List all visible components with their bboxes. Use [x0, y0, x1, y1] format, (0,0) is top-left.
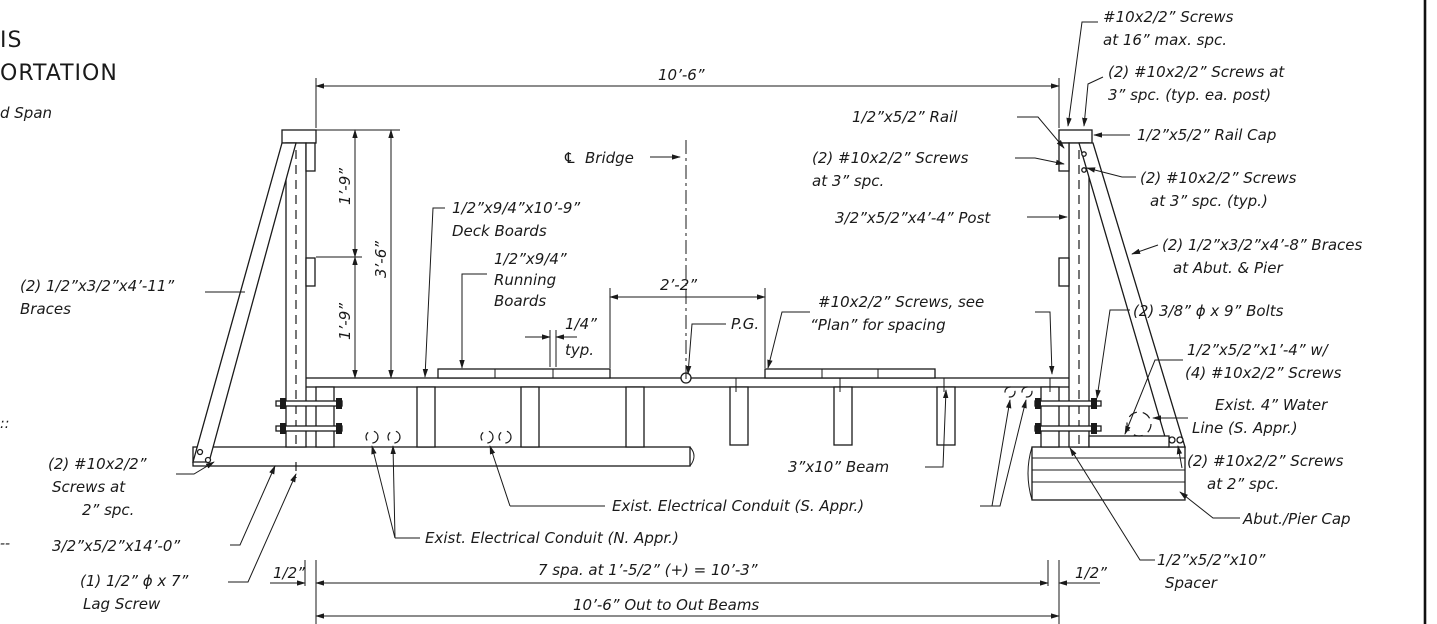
callout-screws-3-left-2: at 3” spc.	[812, 172, 884, 190]
callout-conduit-s: Exist. Electrical Conduit (S. Appr.)	[612, 497, 864, 515]
dim-2-2: 2’-2”	[660, 276, 697, 294]
water-line	[1126, 411, 1152, 437]
leaders	[176, 21, 1240, 583]
callout-lag-1: (1) 1/2” ϕ x 7”	[80, 572, 189, 590]
conduits	[365, 386, 1033, 444]
bolts-left	[275, 398, 343, 434]
callout-screws-post-1: (2) #10x2/2” Screws at	[1108, 63, 1285, 81]
dim-3-6: 3’-6”	[372, 241, 390, 278]
beam-7	[936, 386, 956, 446]
callout-screws-3-left-1: (2) #10x2/2” Screws	[812, 149, 969, 167]
callout-braces-left-2: Braces	[20, 300, 71, 318]
dim-1-9-bottom: 1’-9”	[336, 303, 354, 340]
callout-deck-2: Deck Boards	[452, 222, 547, 240]
callout-conduit-n: Exist. Electrical Conduit (N. Appr.)	[425, 529, 679, 547]
dim-overall-top: 10’-6”	[658, 66, 705, 84]
callout-bolts: (2) 3/8” ϕ x 9” Bolts	[1133, 302, 1284, 320]
callout-running-3: Boards	[494, 292, 546, 310]
callout-running-1: 1/2”x9/4”	[494, 250, 567, 268]
brace-right	[1078, 142, 1186, 448]
abutment-cap	[1031, 446, 1186, 501]
dim-end-left: 1/2”	[273, 564, 305, 582]
callout-rail: 1/2”x5/2” Rail	[852, 108, 958, 126]
callout-screws-2-left-2: Screws at	[52, 478, 126, 496]
callout-spacer-1: 1/2”x5/2”x10”	[1157, 551, 1266, 569]
callout-screws-typ-1: (2) #10x2/2” Screws	[1140, 169, 1297, 187]
dim-out-to-out: 10’-6” Out to Out Beams	[573, 596, 759, 614]
callout-screws-2-left-1: (2) #10x2/2”	[48, 455, 147, 473]
beam-2	[416, 386, 436, 448]
callout-block-1: 1/2”x5/2”x1’-4” w/	[1187, 341, 1330, 359]
callout-screws-typ-2: at 3” spc. (typ.)	[1150, 192, 1268, 210]
callout-braces-right-1: (2) 1/2”x3/2”x4’-8” Braces	[1162, 236, 1363, 254]
callout-water-2: Line (S. Appr.)	[1192, 419, 1298, 437]
beam-5	[729, 386, 749, 446]
callout-pg: P.G.	[731, 315, 759, 333]
beams-group	[416, 386, 956, 448]
callout-braces-right-2: at Abut. & Pier	[1173, 259, 1283, 277]
running-board-left	[437, 368, 611, 379]
sill-break	[689, 446, 695, 467]
bolts-right	[1034, 398, 1102, 434]
callout-screws-post-2: 3” spc. (typ. ea. post)	[1108, 86, 1271, 104]
callout-braces-left-1: (2) 1/2”x3/2”x4’-11”	[20, 277, 174, 295]
callout-spacer-2: Spacer	[1165, 574, 1218, 592]
callout-abut-cap: Abut./Pier Cap	[1242, 510, 1351, 528]
callout-screws-16-1: #10x2/2” Screws	[1103, 8, 1234, 26]
beam-4	[625, 386, 645, 448]
title-subtitle: d Span	[0, 104, 52, 122]
title-line-1: IS	[0, 28, 22, 53]
callout-screws-2-left-3: 2” spc.	[82, 501, 134, 519]
beam-3	[520, 386, 540, 448]
callout-rail-cap: 1/2”x5/2” Rail Cap	[1137, 126, 1276, 144]
block-right	[1088, 435, 1170, 448]
callout-cl-symbol: ℄	[563, 149, 576, 167]
brace-left	[192, 142, 297, 463]
callout-water-1: Exist. 4” Water	[1215, 396, 1328, 414]
callout-centerline: Bridge	[585, 149, 634, 167]
dim-1-9-top: 1’-9”	[336, 168, 354, 205]
rail-cap-left	[281, 129, 317, 144]
callout-screws-2-right-1: (2) #10x2/2” Screws	[1187, 452, 1344, 470]
callout-sill: 3/2”x5/2”x14’-0”	[52, 537, 180, 555]
dimensions: 10’-6” 1’-9” 1’-9” 3’-6” 2’-2” 1/4” typ.…	[270, 66, 1107, 624]
callout-screws-plan-1: #10x2/2” Screws, see	[818, 293, 984, 311]
beam-6	[833, 386, 853, 446]
callout-block-2: (4) #10x2/2” Screws	[1185, 364, 1342, 382]
sill-beam	[192, 446, 691, 467]
dim-end-right: 1/2”	[1075, 564, 1107, 582]
title-mark-2: --	[0, 536, 10, 552]
callout-screws-2-right-2: at 2” spc.	[1207, 475, 1279, 493]
callout-post: 3/2”x5/2”x4’-4” Post	[835, 209, 991, 227]
dim-board-gap-typ: typ.	[565, 341, 594, 359]
callout-deck-1: 1/2”x9/4”x10’-9”	[452, 199, 580, 217]
callout-screws-16-2: at 16” max. spc.	[1103, 31, 1227, 49]
bridge-structure	[192, 129, 1186, 501]
callout-beam: 3”x10” Beam	[788, 458, 889, 476]
callout-lag-2: Lag Screw	[83, 595, 161, 613]
title-line-2: ORTATION	[0, 61, 118, 86]
dim-beam-spacing: 7 spa. at 1’-5/2” (+) = 10’-3”	[538, 561, 758, 579]
running-board-right	[764, 368, 936, 379]
title-mark-1: ::	[0, 416, 9, 432]
callouts: #10x2/2” Screws at 16” max. spc. (2) #10…	[20, 8, 1363, 613]
callout-running-2: Running	[494, 271, 556, 289]
dim-board-gap: 1/4”	[565, 315, 597, 333]
rail-cap-right	[1058, 129, 1093, 144]
rail-right	[1058, 142, 1070, 172]
callout-screws-plan-2: “Plan” for spacing	[810, 316, 946, 334]
